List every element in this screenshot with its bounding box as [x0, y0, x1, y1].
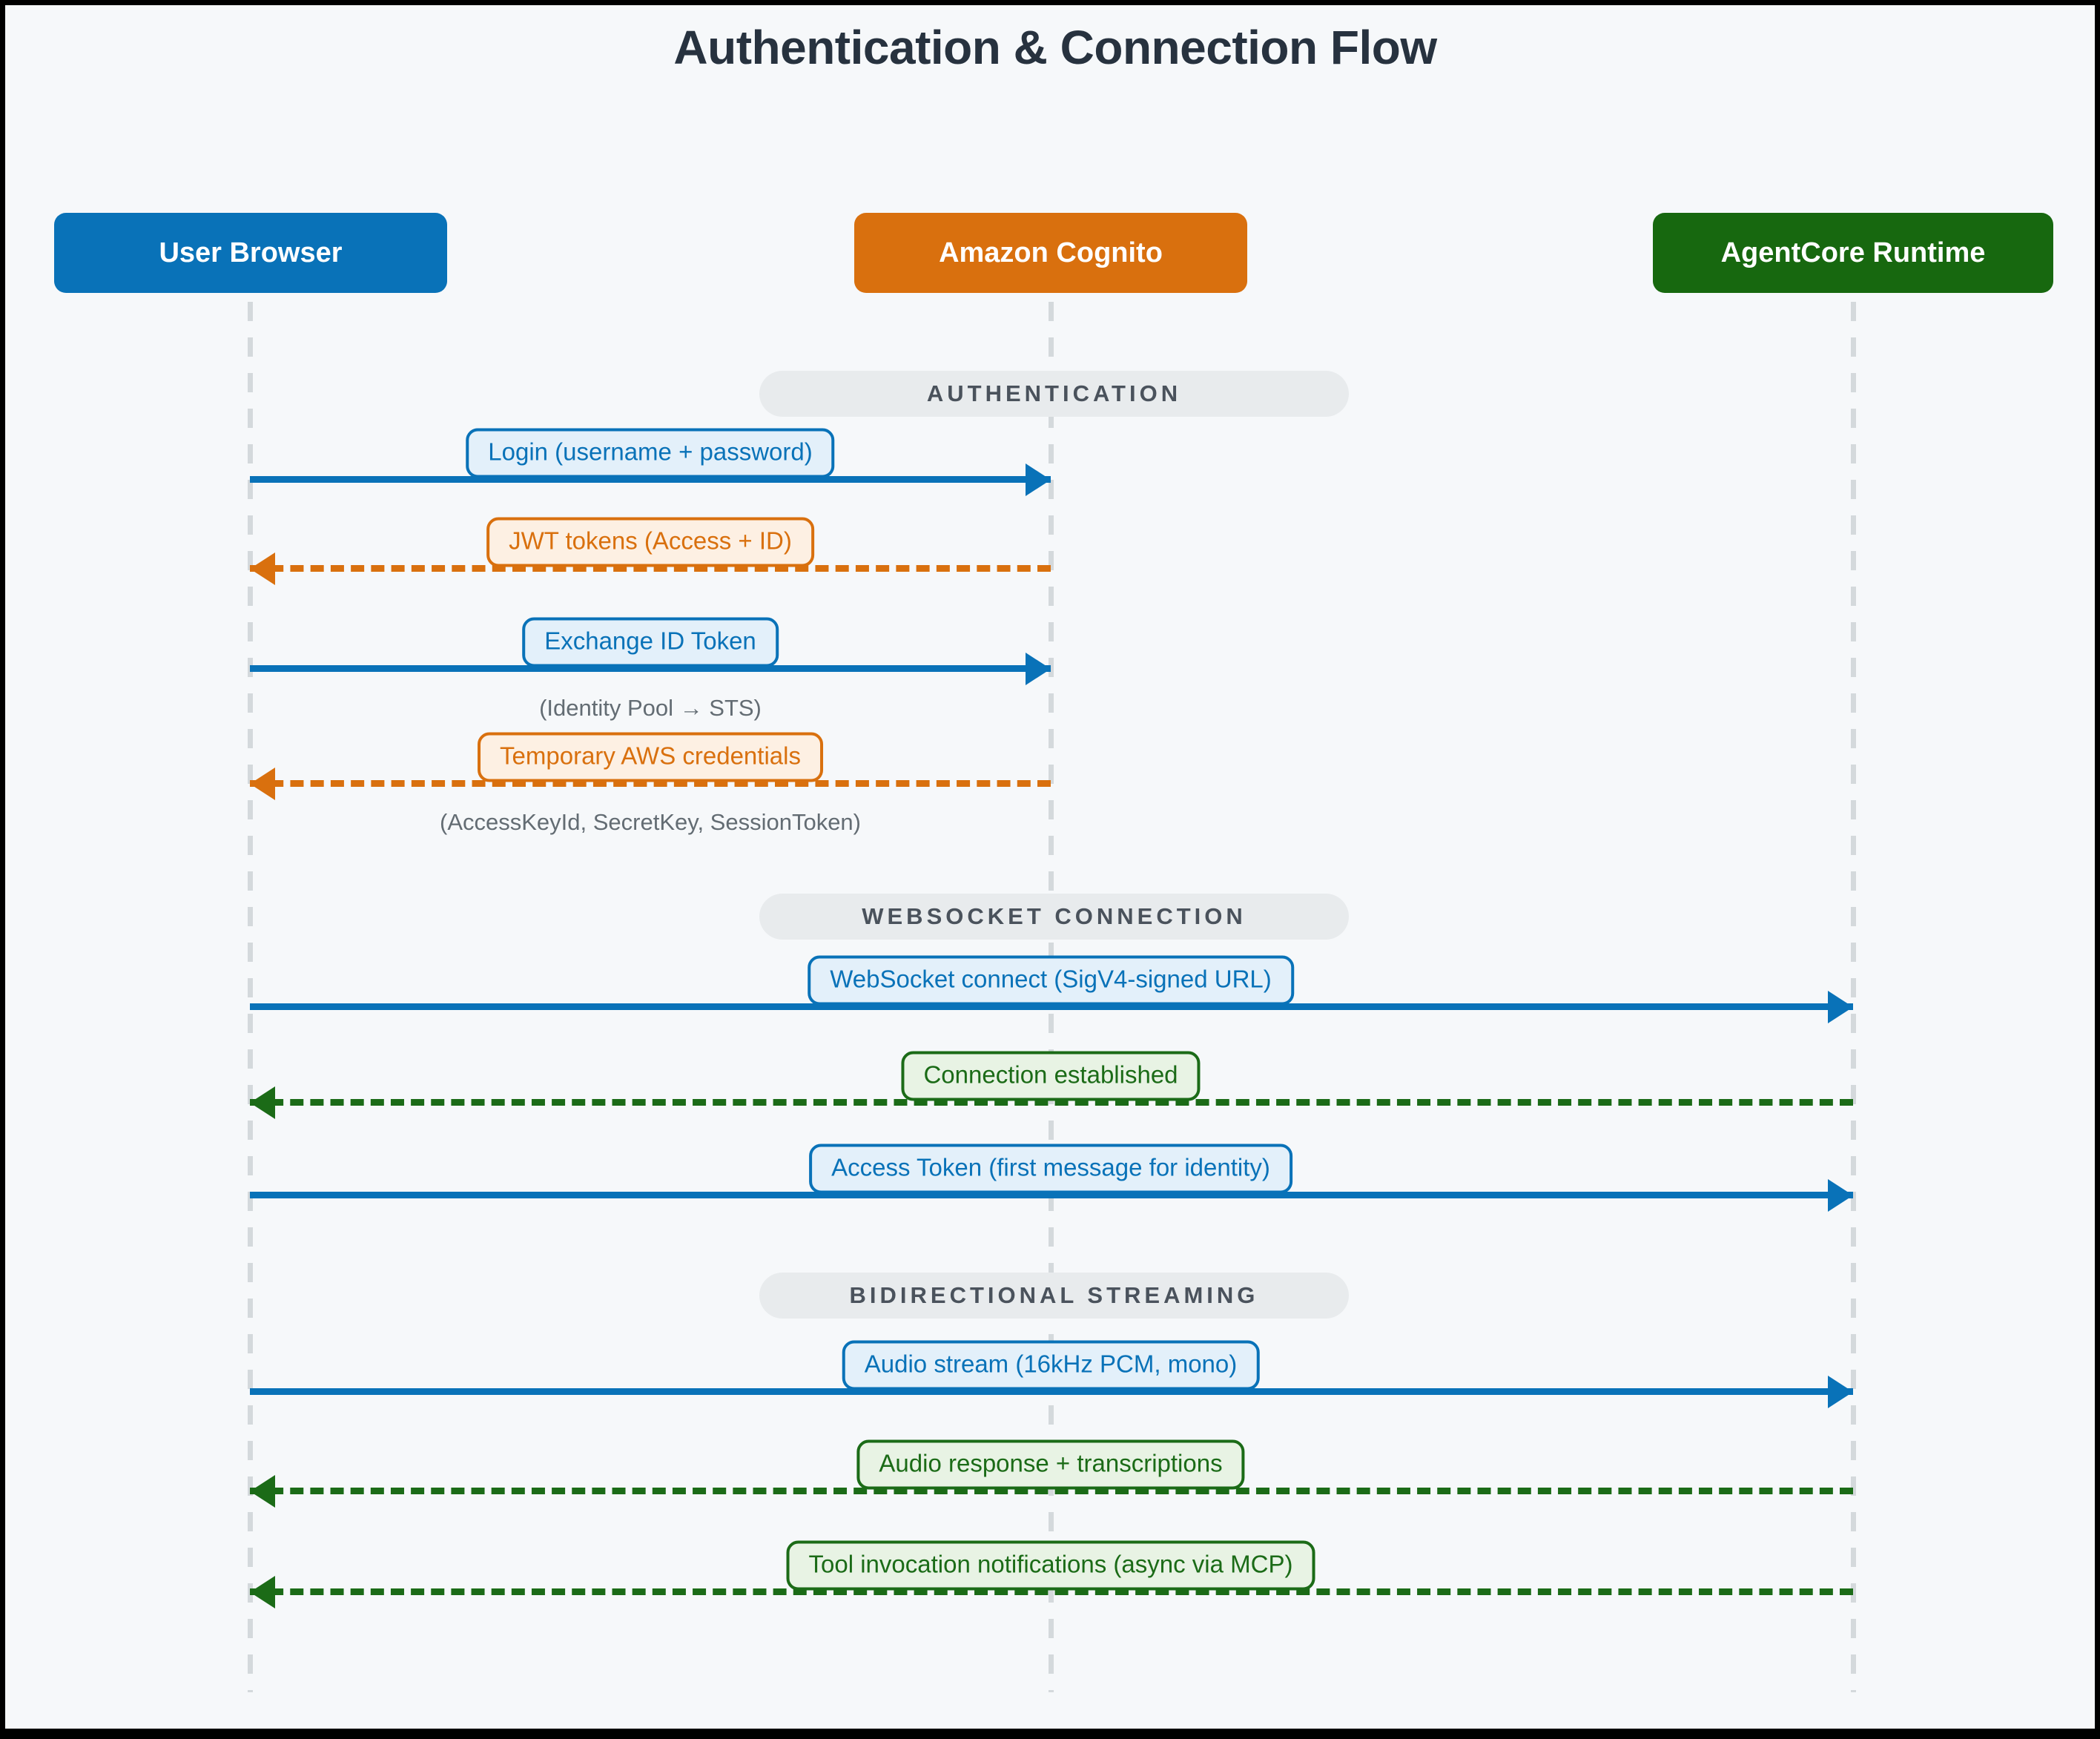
msg-access-token-arrowhead: [1828, 1179, 1853, 1212]
msg-login-line: [250, 476, 1051, 483]
section-band-label: BIDIRECTIONAL STREAMING: [849, 1282, 1259, 1308]
section-band-label: AUTHENTICATION: [926, 380, 1182, 406]
participant-label: Amazon Cognito: [939, 237, 1163, 268]
msg-exchange-id-token-arrowhead: [1026, 653, 1051, 685]
section-band-sec-websocket: WEBSOCKET CONNECTION: [759, 894, 1349, 940]
msg-websocket-connect-line: [250, 1003, 1853, 1010]
section-band-label: WEBSOCKET CONNECTION: [862, 903, 1247, 929]
msg-jwt-tokens-label: JWT tokens (Access + ID): [486, 517, 814, 567]
msg-temporary-aws-credentials-label: Temporary AWS credentials: [478, 732, 823, 782]
msg-jwt-tokens-arrowhead: [250, 552, 275, 585]
section-band-sec-auth: AUTHENTICATION: [759, 371, 1349, 417]
msg-tool-invocation-label: Tool invocation notifications (async via…: [786, 1540, 1315, 1591]
participant-browser[interactable]: User Browser: [54, 213, 447, 293]
participant-runtime[interactable]: AgentCore Runtime: [1653, 213, 2053, 293]
msg-login-arrowhead: [1026, 463, 1051, 496]
msg-login-label: Login (username + password): [466, 428, 835, 478]
msg-audio-stream-arrowhead: [1828, 1376, 1853, 1408]
msg-tool-invocation-line: [250, 1588, 1853, 1595]
page-title: Authentication & Connection Flow: [673, 21, 1437, 74]
msg-jwt-tokens-line: [250, 565, 1051, 572]
sequence-diagram-canvas: Authentication & Connection Flow User Br…: [5, 5, 2100, 1739]
msg-temporary-aws-credentials-note: (AccessKeyId, SecretKey, SessionToken): [439, 809, 862, 835]
section-band-sec-streaming: BIDIRECTIONAL STREAMING: [759, 1273, 1349, 1319]
msg-audio-stream-line: [250, 1388, 1853, 1395]
msg-exchange-id-token-line: [250, 665, 1051, 672]
msg-exchange-id-token-label: Exchange ID Token: [522, 617, 779, 667]
msg-websocket-connect-arrowhead: [1828, 991, 1853, 1023]
lifeline-runtime: [1851, 302, 1856, 1692]
msg-temporary-aws-credentials-arrowhead: [250, 768, 275, 800]
participant-label: AgentCore Runtime: [1720, 237, 1986, 268]
msg-connection-established-arrowhead: [250, 1086, 275, 1119]
lifeline-browser: [248, 302, 253, 1692]
participant-cognito[interactable]: Amazon Cognito: [854, 213, 1247, 293]
msg-audio-response-arrowhead: [250, 1475, 275, 1508]
msg-audio-stream-label: Audio stream (16kHz PCM, mono): [842, 1340, 1260, 1390]
msg-tool-invocation-arrowhead: [250, 1576, 275, 1608]
msg-websocket-connect-label: WebSocket connect (SigV4-signed URL): [808, 955, 1294, 1006]
msg-access-token-line: [250, 1192, 1853, 1198]
participant-label: User Browser: [159, 237, 343, 268]
msg-audio-response-label: Audio response + transcriptions: [856, 1439, 1245, 1490]
msg-exchange-id-token-note: (Identity Pool → STS): [539, 695, 762, 721]
msg-audio-response-line: [250, 1488, 1853, 1494]
msg-connection-established-line: [250, 1099, 1853, 1106]
msg-temporary-aws-credentials-line: [250, 780, 1051, 787]
msg-access-token-label: Access Token (first message for identity…: [809, 1144, 1292, 1194]
msg-connection-established-label: Connection established: [901, 1051, 1201, 1101]
